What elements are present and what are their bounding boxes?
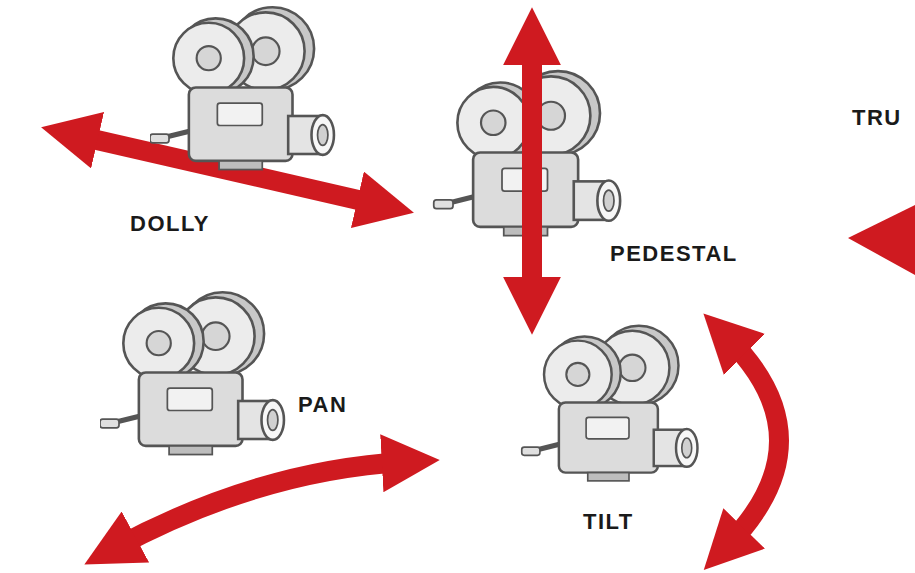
movement-label: TRU [852, 107, 902, 129]
camera-illustration [150, 7, 334, 169]
movement-label: TILT [583, 511, 634, 533]
truck-arrow [848, 205, 915, 275]
pan-arrow [115, 462, 405, 548]
movement-label: PAN [298, 394, 347, 416]
movement-label: PEDESTAL [610, 243, 738, 265]
camera-illustration [522, 326, 698, 481]
movement-label: DOLLY [130, 213, 210, 235]
camera-illustration [100, 292, 284, 454]
tilt-arrow [728, 338, 779, 545]
pedestal-arrow [522, 42, 542, 300]
